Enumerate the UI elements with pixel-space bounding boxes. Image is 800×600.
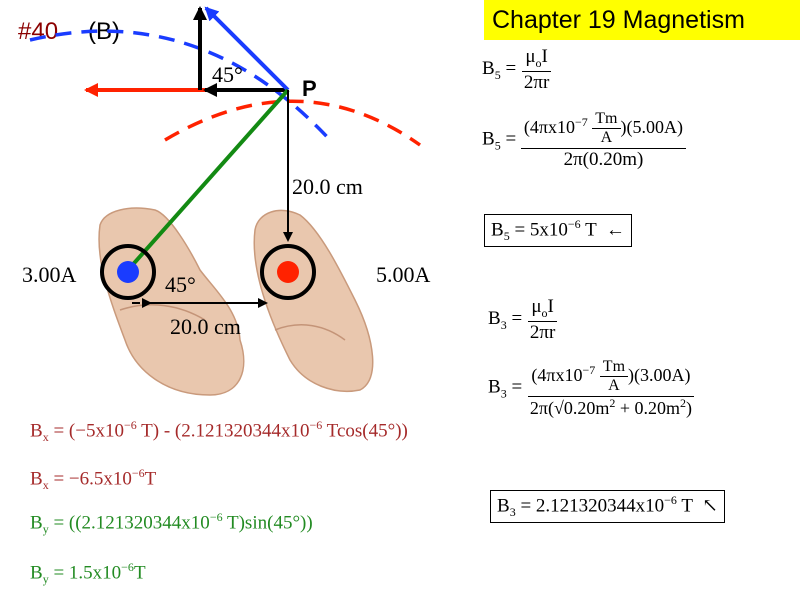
by-equation: By = ((2.121320344x10−6 T)sin(45°))	[30, 510, 313, 537]
bx-result: Bx = −6.5x10−6T	[30, 466, 157, 493]
right-hand-image	[253, 209, 374, 392]
by-result: By = 1.5x10−6T	[30, 560, 146, 587]
blue-field-arc	[29, 29, 332, 142]
up-left-arrow-icon: ↖	[702, 495, 719, 517]
page-title: Chapter 19 Magnetism	[492, 6, 745, 34]
right-wire-ring	[260, 244, 316, 300]
blue-vector	[204, 6, 290, 92]
point-p-label: P	[302, 76, 317, 101]
top-angle-label: 45°	[212, 62, 243, 87]
left-arrow-icon: ←	[605, 219, 625, 241]
red-field-arc	[164, 99, 422, 147]
left-current-label: 3.00A	[22, 262, 77, 287]
bx-equation: Bx = (−5x10−6 T) - (2.121320344x10−6 Tco…	[30, 418, 408, 445]
bottom-angle-label: 45°	[165, 272, 196, 297]
vertical-distance-label: 20.0 cm	[292, 174, 363, 199]
right-wire-dot	[277, 261, 299, 283]
left-hand-image	[98, 207, 245, 396]
horizontal-distance-label: 20.0 cm	[170, 314, 241, 339]
left-wire-ring	[100, 244, 156, 300]
right-current-label: 5.00A	[376, 262, 431, 287]
problem-number: #40	[18, 18, 59, 45]
green-line	[126, 88, 290, 272]
b5-result: B5 = 5x10−6 T ←	[484, 214, 632, 248]
b3-result: B3 = 2.121320344x10−6 T ↖	[490, 490, 726, 524]
field-diagram	[29, 6, 422, 396]
left-wire-dot	[117, 261, 139, 283]
title-banner	[484, 0, 800, 40]
